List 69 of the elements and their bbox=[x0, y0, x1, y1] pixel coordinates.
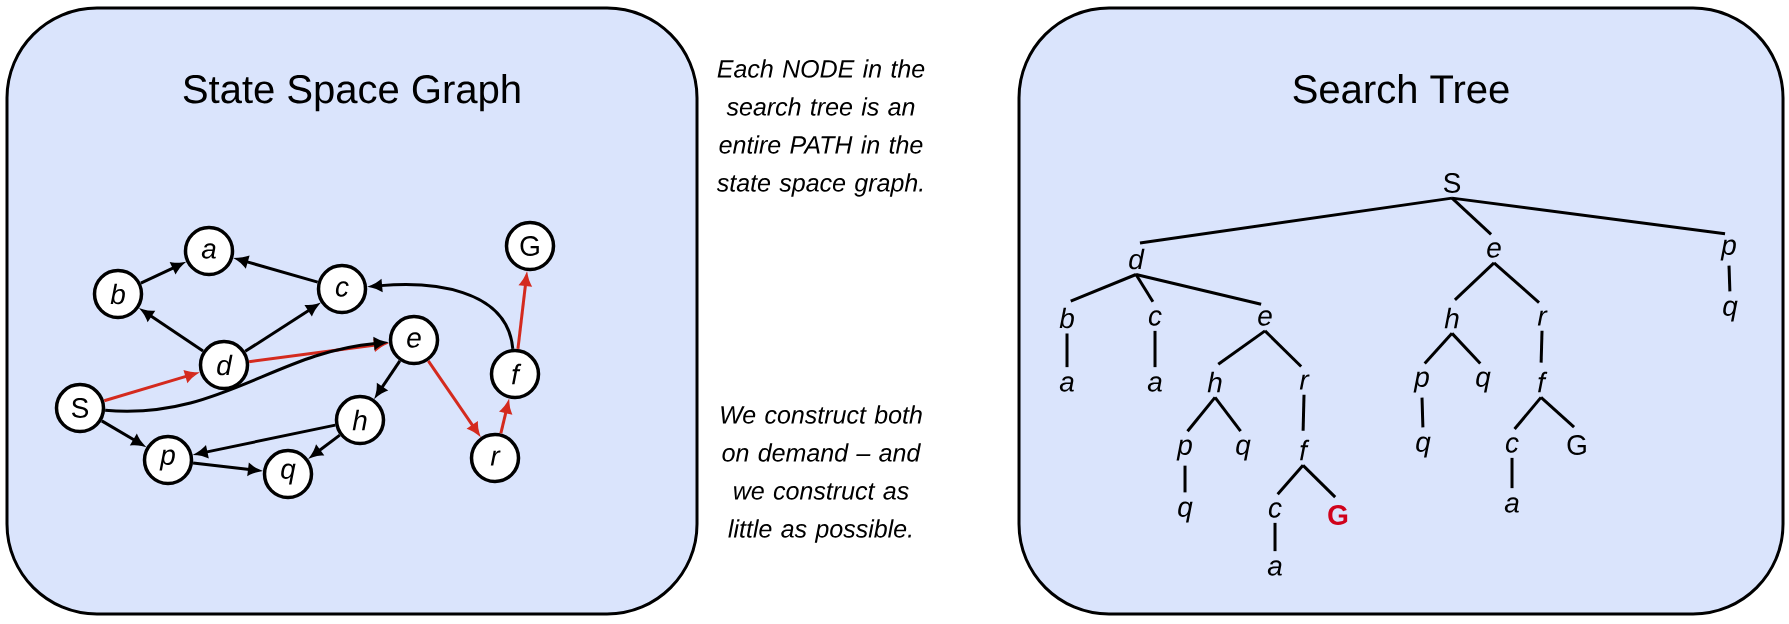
tree-node-label: c bbox=[1268, 502, 1282, 518]
branch-line bbox=[1183, 465, 1187, 493]
branch-line bbox=[1540, 396, 1576, 429]
tree-node-label: a bbox=[1267, 560, 1282, 576]
note-text: We construct both on demand – and we construct as little as possible. bbox=[721, 405, 922, 543]
tree-node-label: S bbox=[1443, 173, 1461, 193]
branch-line bbox=[1213, 396, 1242, 433]
tree-node-label: a bbox=[1504, 497, 1519, 513]
branch-line bbox=[1423, 332, 1454, 365]
tree-node-label: r bbox=[1537, 310, 1548, 326]
branch-line bbox=[1453, 261, 1496, 301]
branch-line bbox=[1135, 273, 1262, 306]
tree-node-label: d bbox=[1129, 248, 1145, 270]
branch-line bbox=[1510, 457, 1514, 489]
arrow bbox=[103, 370, 197, 403]
branch-line bbox=[1273, 522, 1277, 552]
branch-line bbox=[1301, 464, 1337, 499]
arrow bbox=[105, 337, 386, 413]
branch-line bbox=[1153, 330, 1157, 368]
arrow bbox=[370, 280, 515, 350]
branch-line bbox=[1451, 197, 1493, 236]
tree-node-label: q bbox=[1178, 501, 1193, 523]
tree-node-label: b bbox=[1059, 307, 1074, 329]
tree-node-label: G bbox=[1328, 505, 1348, 525]
arrow bbox=[427, 359, 480, 435]
tree-node-label: q bbox=[1476, 371, 1491, 393]
tree-node-label: h bbox=[1207, 371, 1222, 393]
branch-line bbox=[1513, 396, 1543, 431]
arrow bbox=[236, 256, 319, 284]
tree-node-label: G bbox=[1567, 435, 1586, 455]
tree-node-label: q bbox=[1723, 300, 1738, 322]
tree-node-label: r bbox=[1299, 374, 1310, 390]
tree-node-label: c bbox=[1505, 437, 1519, 453]
tree-node-label: p bbox=[1176, 439, 1192, 461]
tree-node-label: a bbox=[1147, 376, 1162, 392]
tree-node-label: p bbox=[1720, 239, 1736, 261]
branch-line bbox=[1276, 464, 1305, 496]
arrow bbox=[141, 309, 204, 353]
tree-node-label: f bbox=[1300, 439, 1310, 461]
branch-line bbox=[1217, 329, 1266, 366]
branch-line bbox=[1186, 396, 1217, 433]
arrow bbox=[244, 303, 319, 353]
tree-node-label: h bbox=[1444, 307, 1459, 329]
tree-node-label: q bbox=[1236, 439, 1251, 461]
note-text: Each NODE in the search tree is an entire PATH in the state space graph. bbox=[716, 59, 925, 197]
branch-line bbox=[1065, 333, 1069, 368]
tree-node-label: a bbox=[1059, 376, 1074, 392]
branch-line bbox=[1727, 265, 1732, 292]
arrow bbox=[375, 360, 402, 397]
tree-node-label: q bbox=[1416, 436, 1431, 458]
tree-node-label: p bbox=[1413, 371, 1429, 393]
tree-node-label: e bbox=[1487, 242, 1501, 258]
tree-node-label: c bbox=[1148, 310, 1162, 326]
branch-line bbox=[1301, 394, 1306, 431]
arrow bbox=[140, 262, 184, 285]
branch-line bbox=[1451, 196, 1726, 236]
branch-line bbox=[1070, 273, 1137, 303]
branch-line bbox=[1139, 196, 1453, 245]
arrow bbox=[100, 419, 144, 447]
branch-line bbox=[1420, 397, 1425, 428]
tree-node-label: f bbox=[1538, 371, 1548, 393]
branch-line bbox=[1450, 332, 1482, 365]
arrow bbox=[516, 274, 531, 350]
branch-line bbox=[1539, 330, 1544, 363]
branch-line bbox=[1134, 273, 1155, 303]
branch-line bbox=[1493, 261, 1540, 304]
branch-line bbox=[1263, 329, 1303, 368]
arrow bbox=[192, 461, 260, 476]
tree-node-label: e bbox=[1258, 310, 1272, 326]
